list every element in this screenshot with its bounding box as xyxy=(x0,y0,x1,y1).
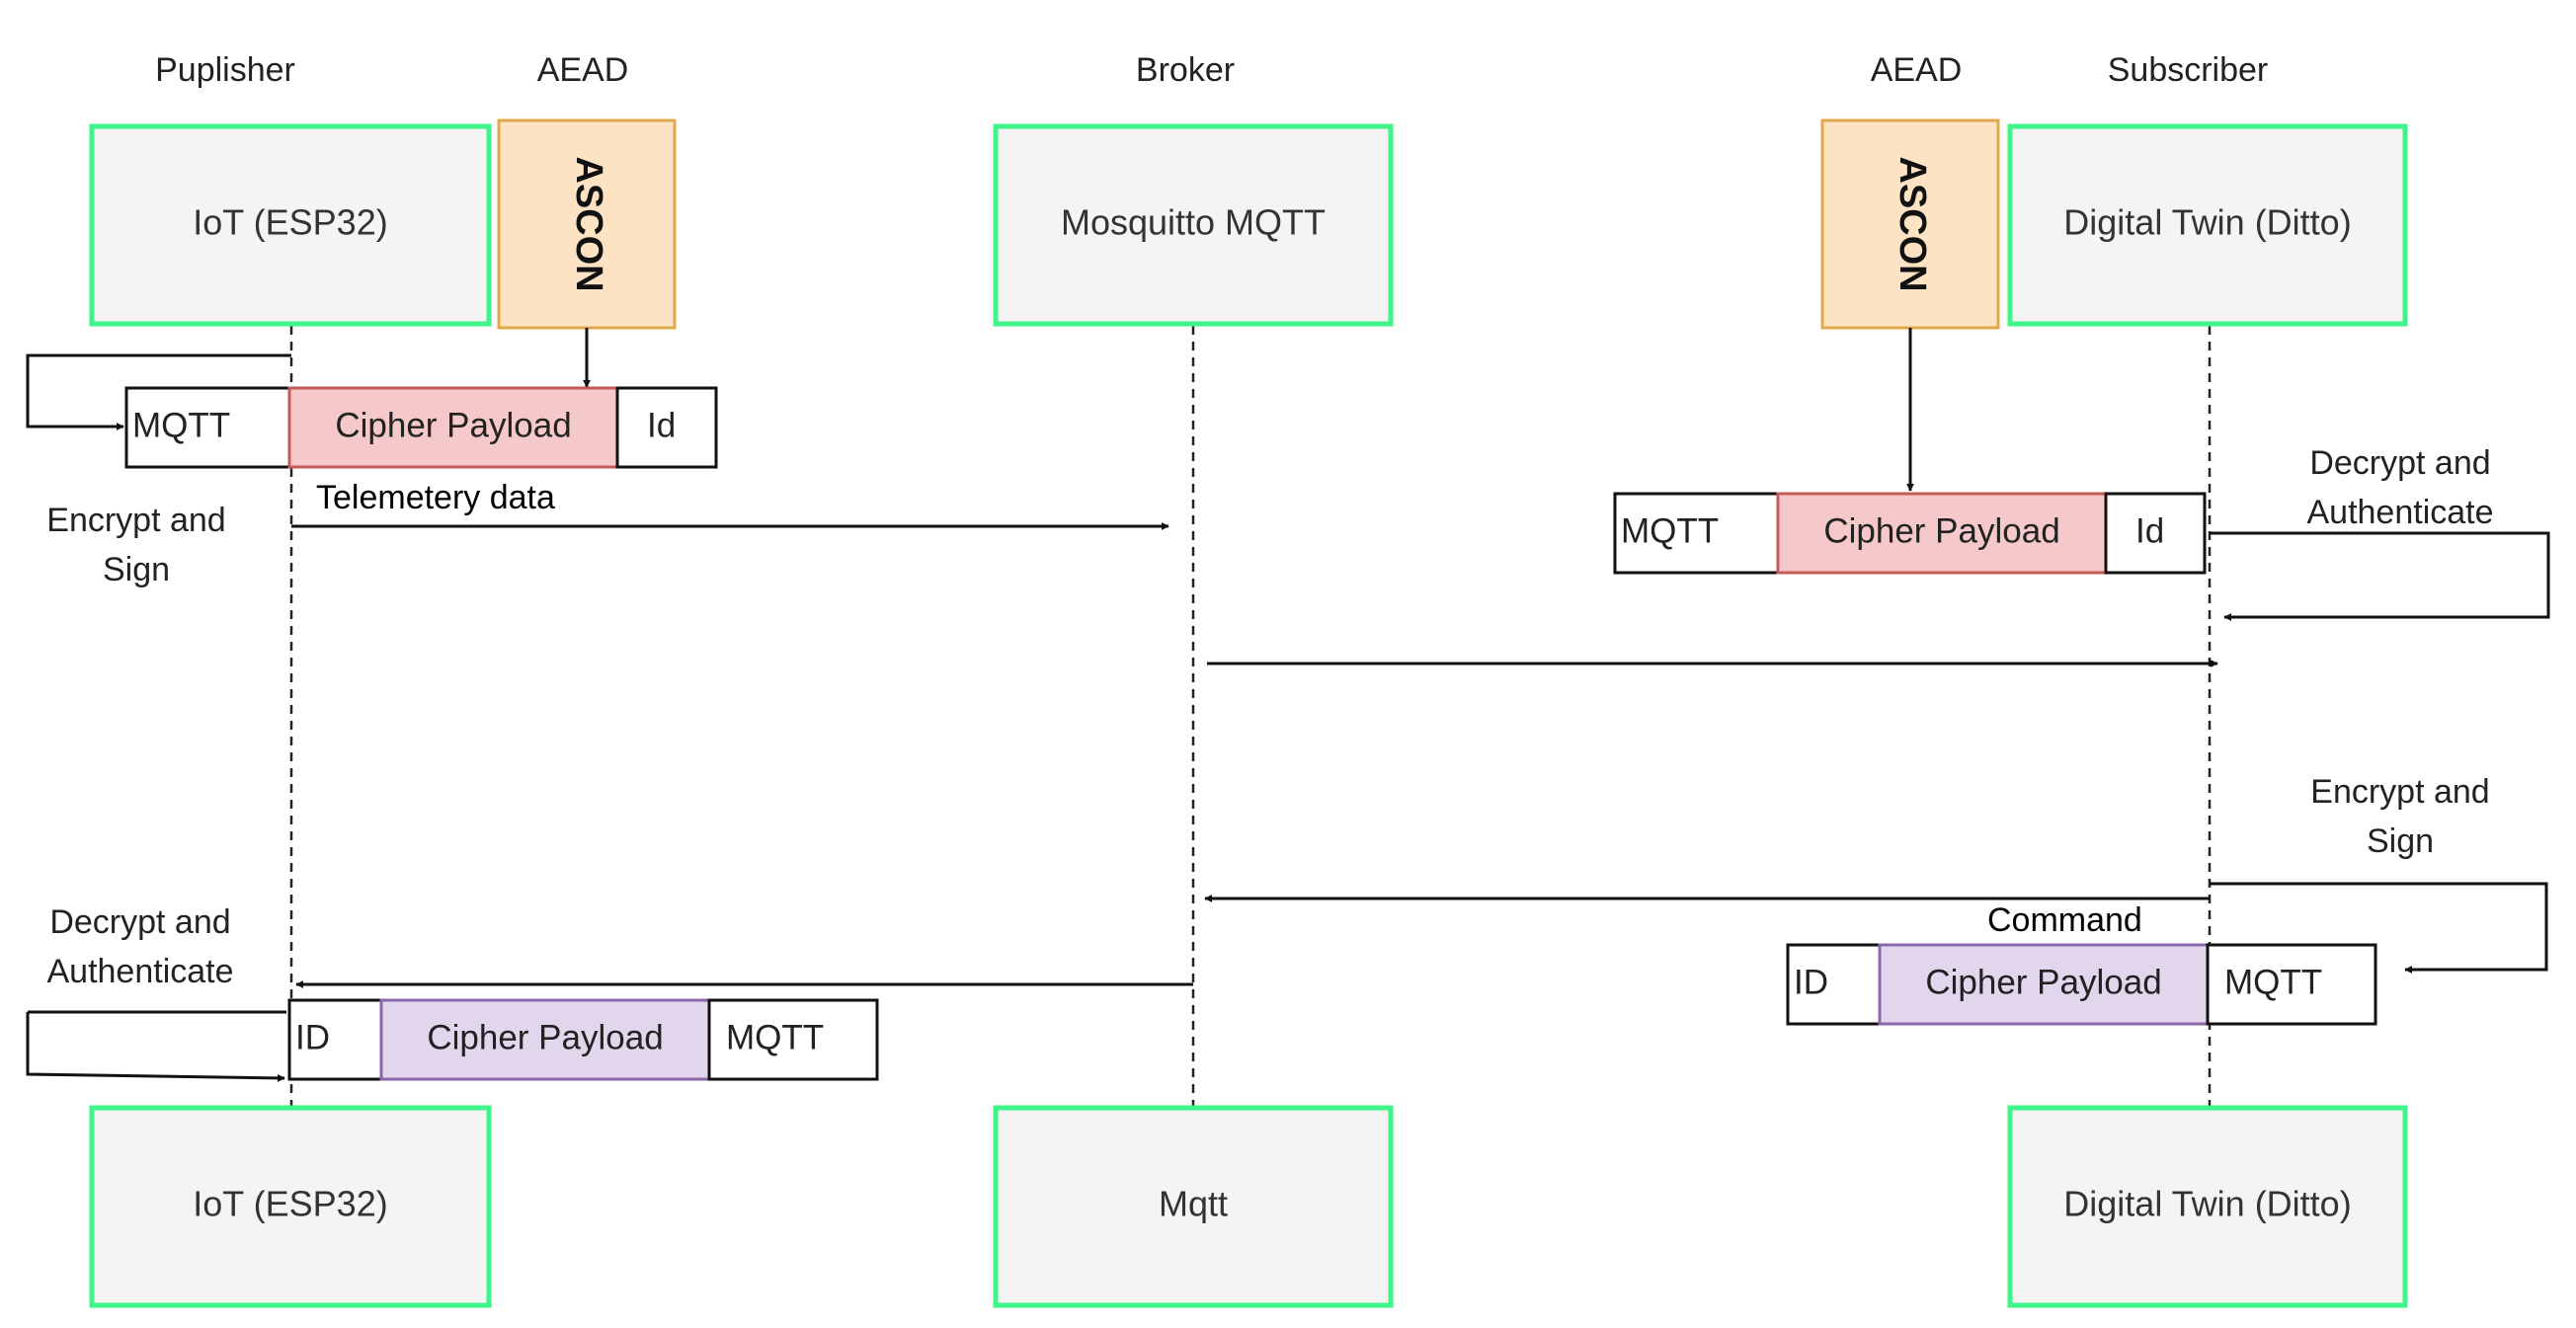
subscriber-encrypt-loop xyxy=(2210,882,2548,974)
participant-twin-top: Digital Twin (Ditto) xyxy=(2007,123,2408,327)
packet-deliver-id: Id xyxy=(2135,511,2164,550)
packet-publish: MQTT Cipher Payload Id xyxy=(124,386,718,469)
packet-deliver-header: MQTT xyxy=(1621,511,1719,550)
packet-command-sub-payload: Cipher Payload xyxy=(1925,963,2161,1001)
note-pub-encrypt-2: Sign xyxy=(103,551,170,588)
publisher-encrypt-loop xyxy=(26,353,291,430)
role-aead-right: AEAD xyxy=(1871,51,1963,89)
packet-command-sub-id: ID xyxy=(1794,963,1828,1001)
ascon-left-label: ASCON xyxy=(568,156,609,291)
role-aead-left: AEAD xyxy=(537,51,629,89)
note-pub-decrypt-1: Decrypt and xyxy=(49,903,230,941)
participant-iot-bottom: IoT (ESP32) xyxy=(89,1105,492,1308)
participant-iot-top-label: IoT (ESP32) xyxy=(193,202,387,243)
packet-command-sub-header: MQTT xyxy=(2224,963,2322,1001)
note-sub-decrypt-1: Decrypt and xyxy=(2309,444,2490,482)
message-telemetry-label: Telemetery data xyxy=(316,479,555,516)
role-subscriber: Subscriber xyxy=(2108,51,2269,89)
subscriber-decrypt-loop xyxy=(2210,531,2550,621)
packet-command-iot: ID Cipher Payload MQTT xyxy=(287,998,879,1081)
packet-publish-id: Id xyxy=(647,406,676,444)
role-broker: Broker xyxy=(1136,51,1235,89)
publisher-decrypt-loop xyxy=(26,1012,285,1082)
note-sub-encrypt-1: Encrypt and xyxy=(2310,773,2489,811)
role-publisher: Puplisher xyxy=(155,51,295,89)
participant-iot-bottom-label: IoT (ESP32) xyxy=(193,1184,387,1224)
packet-deliver-payload: Cipher Payload xyxy=(1823,511,2059,550)
participant-twin-top-label: Digital Twin (Ditto) xyxy=(2063,202,2351,243)
packet-publish-payload: Cipher Payload xyxy=(335,406,571,444)
ascon-right-label: ASCON xyxy=(1892,156,1933,291)
note-pub-decrypt-2: Authenticate xyxy=(46,953,233,990)
packet-command-iot-payload: Cipher Payload xyxy=(427,1018,663,1056)
packet-deliver: MQTT Cipher Payload Id xyxy=(1613,492,2207,575)
packet-publish-header: MQTT xyxy=(132,406,230,444)
ascon-box-right: ASCON xyxy=(1820,118,2000,330)
packet-command-iot-header: MQTT xyxy=(726,1018,824,1056)
participant-broker-bottom-label: Mqtt xyxy=(1159,1184,1228,1224)
participant-iot-top: IoT (ESP32) xyxy=(89,123,492,327)
ascon-box-left: ASCON xyxy=(497,118,677,330)
participant-broker-top: Mosquitto MQTT xyxy=(993,123,1394,327)
note-pub-encrypt-1: Encrypt and xyxy=(46,502,225,539)
message-command-label: Command xyxy=(1987,901,2142,939)
packet-command-iot-id: ID xyxy=(295,1018,330,1056)
participant-broker-bottom: Mqtt xyxy=(993,1105,1394,1308)
participant-twin-bottom-label: Digital Twin (Ditto) xyxy=(2063,1184,2351,1224)
note-sub-encrypt-2: Sign xyxy=(2367,822,2434,860)
note-sub-decrypt-2: Authenticate xyxy=(2306,494,2493,531)
packet-command-sub: ID Cipher Payload MQTT xyxy=(1786,943,2377,1026)
participant-twin-bottom: Digital Twin (Ditto) xyxy=(2007,1105,2408,1308)
participant-broker-top-label: Mosquitto MQTT xyxy=(1061,202,1326,243)
